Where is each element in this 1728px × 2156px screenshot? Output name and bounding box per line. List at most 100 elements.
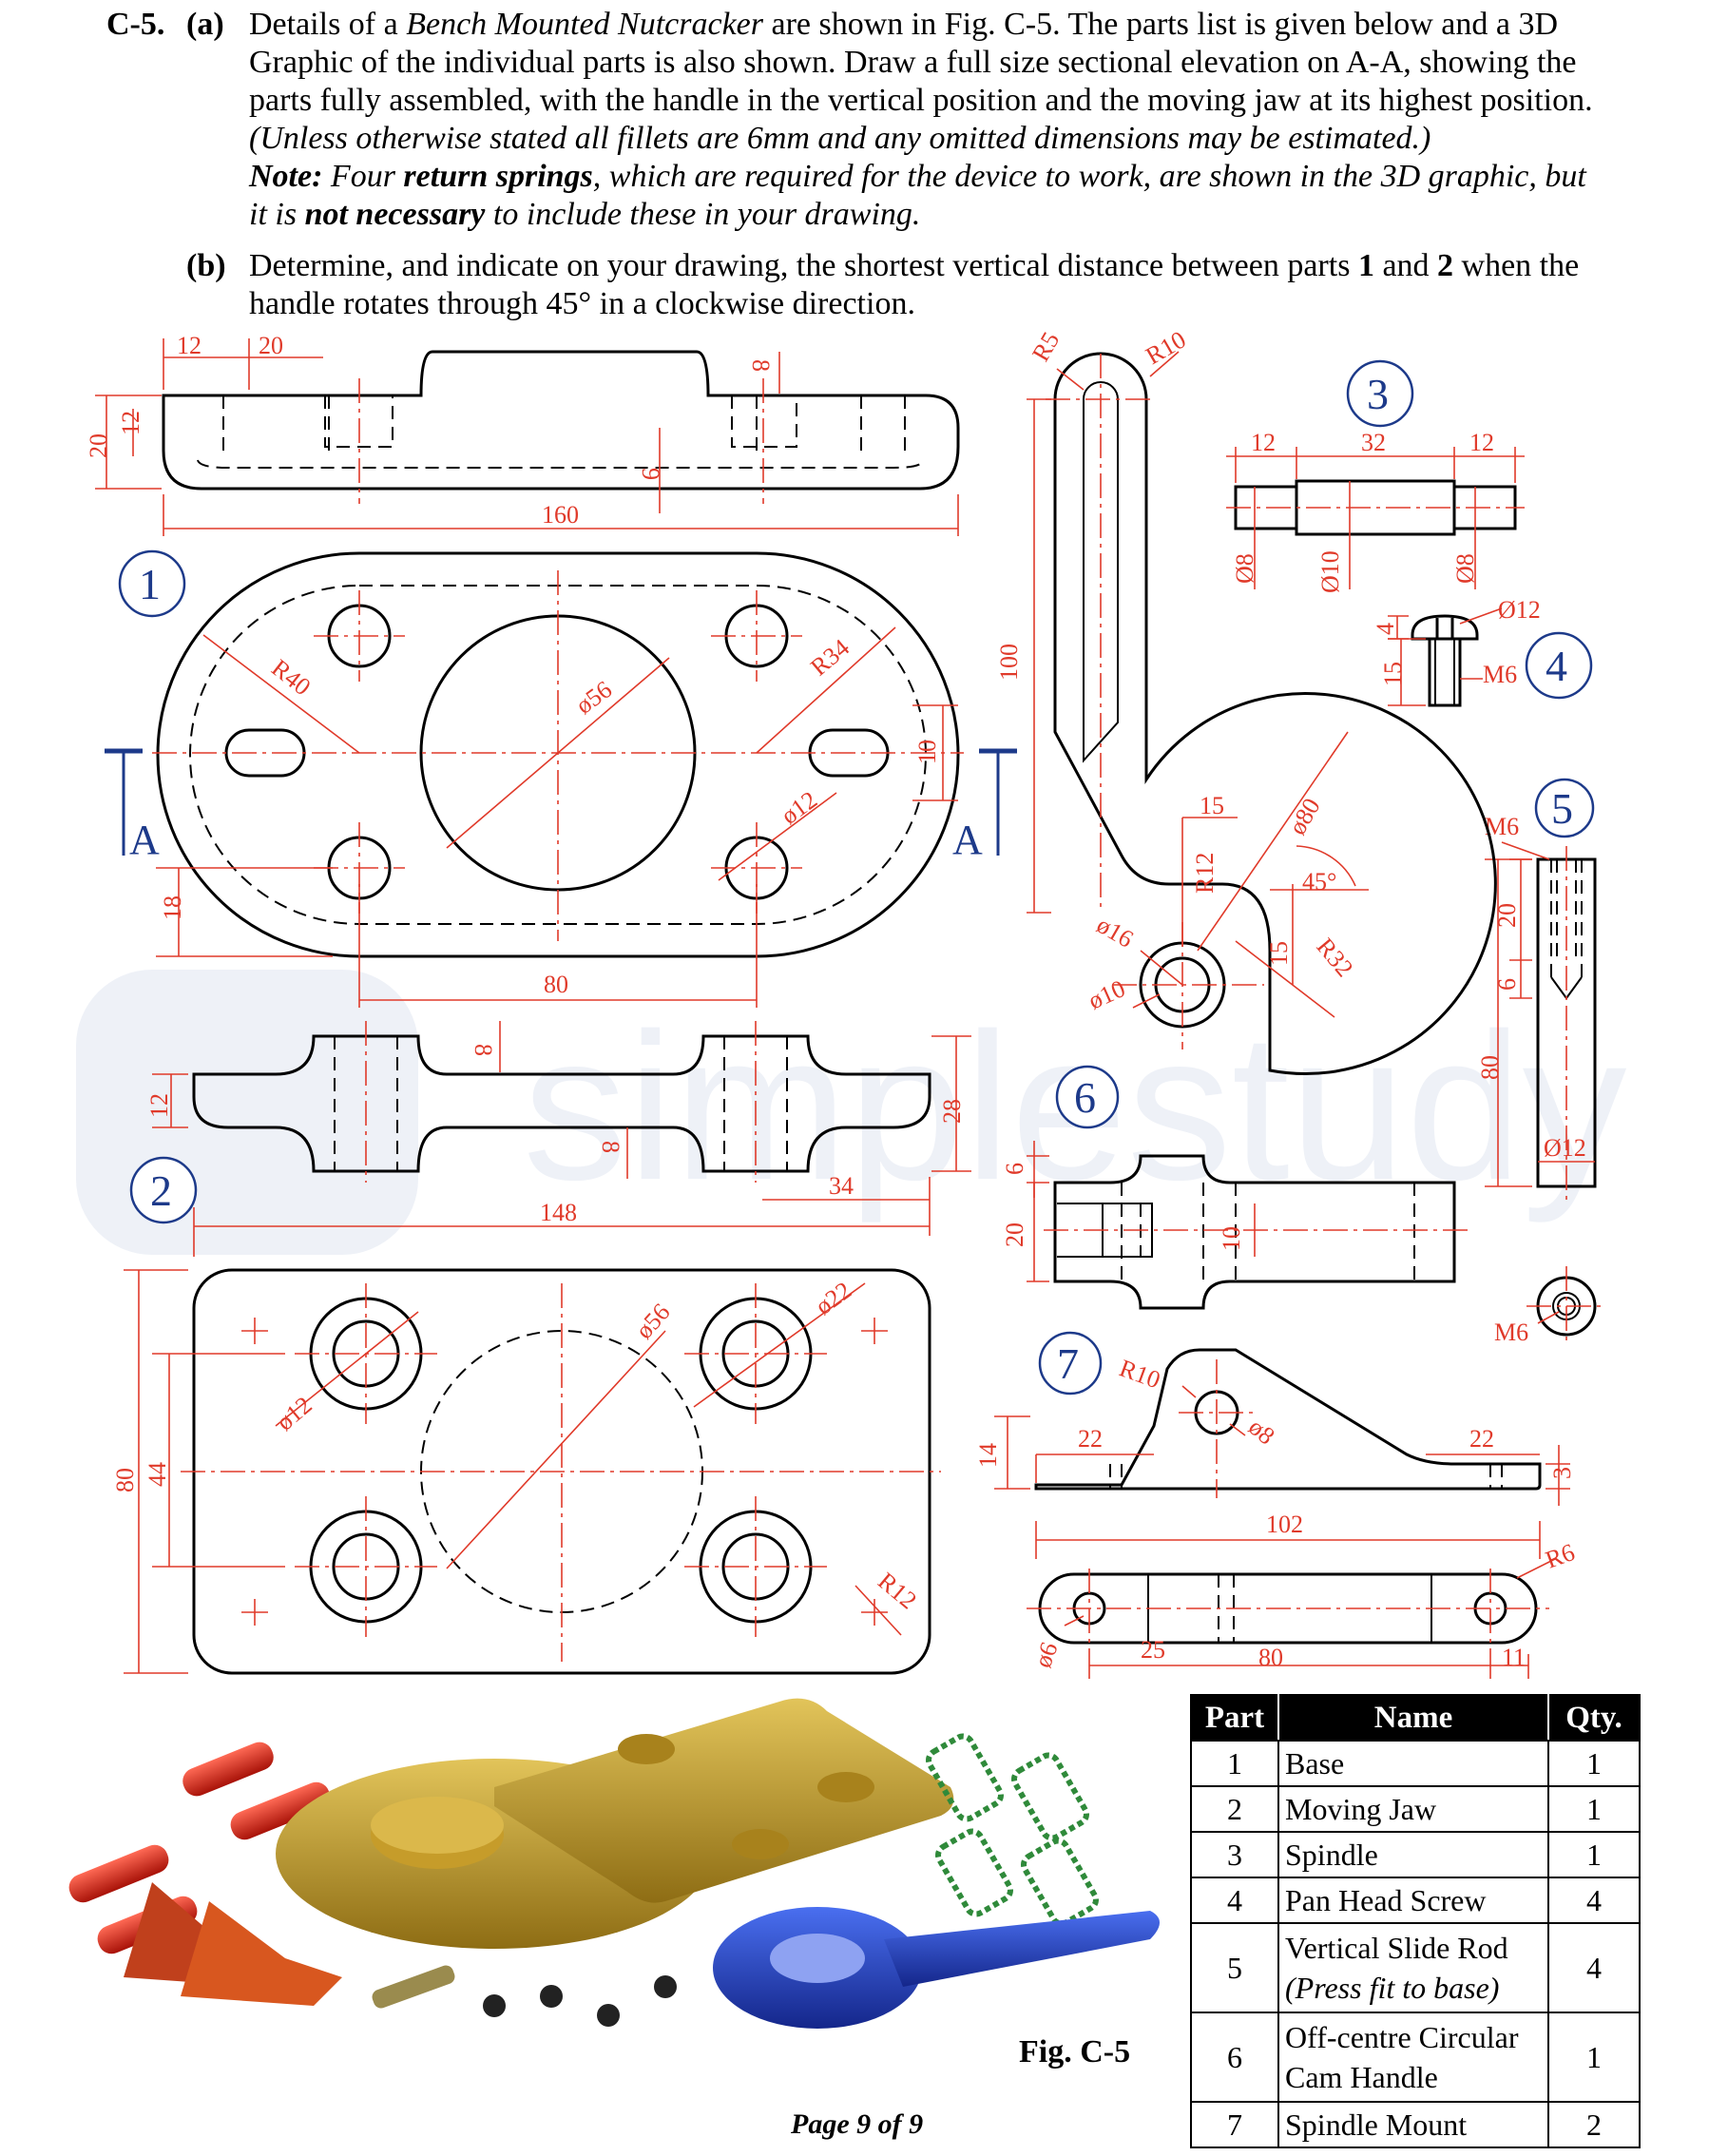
svg-text:100: 100	[995, 644, 1023, 681]
3d-cam-handle	[713, 1907, 1160, 2029]
svg-text:45°: 45°	[1302, 868, 1336, 895]
balloon-part-4	[1525, 631, 1593, 700]
balloon-part-2	[129, 1156, 198, 1224]
svg-text:4: 4	[1372, 623, 1399, 635]
svg-text:10: 10	[1218, 1226, 1245, 1251]
part-2-plan	[181, 1268, 941, 1675]
part-b-line-2: handle rotates through 45° in a clockwis…	[249, 286, 915, 321]
svg-text:34: 34	[829, 1172, 854, 1200]
svg-text:6: 6	[1493, 978, 1521, 991]
part-2-plan-dims: ø56 ø22 ø12 80 44 R12	[111, 1269, 922, 1674]
3d-spindle-and-screws	[372, 1965, 677, 2027]
svg-text:R40: R40	[266, 654, 316, 702]
note-line-1: Note: Four return springs, which are req…	[249, 159, 1586, 194]
svg-text:8: 8	[470, 1044, 497, 1056]
part-a-line-2: Graphic of the individual parts is also …	[249, 45, 1577, 80]
cell-qty: 1	[1547, 1785, 1641, 1833]
cell-part: 4	[1190, 1877, 1279, 1924]
cell-name: Pan Head Screw	[1277, 1877, 1549, 1924]
svg-text:12: 12	[117, 411, 144, 435]
svg-text:15: 15	[1200, 792, 1224, 819]
3d-return-springs	[926, 1733, 1099, 1927]
cell-part: 5	[1190, 1922, 1279, 2013]
svg-text:44: 44	[144, 1462, 171, 1487]
svg-text:R32: R32	[1311, 933, 1358, 982]
svg-text:Ø8: Ø8	[1451, 553, 1479, 584]
table-row: 7 Spindle Mount 2	[1190, 2101, 1641, 2148]
table-row: 2 Moving Jaw 1	[1190, 1785, 1641, 1833]
cell-qty: 4	[1547, 1922, 1641, 2013]
table-row: 4 Pan Head Screw 4	[1190, 1877, 1641, 1924]
section-a-a-markers: A A	[105, 748, 1017, 863]
svg-text:ø56: ø56	[630, 1299, 676, 1344]
svg-text:M6: M6	[1494, 1319, 1528, 1346]
svg-text:3: 3	[1367, 370, 1389, 418]
svg-text:10: 10	[913, 740, 941, 764]
cell-name: Base	[1277, 1740, 1549, 1787]
figure-label: Fig. C-5	[1019, 2034, 1131, 2069]
svg-text:9: 9	[637, 468, 664, 480]
svg-text:R5: R5	[1027, 327, 1065, 366]
svg-text:32: 32	[1361, 429, 1386, 456]
cell-qty: 1	[1547, 1740, 1641, 1787]
svg-text:8: 8	[597, 1141, 624, 1153]
svg-text:25: 25	[1141, 1636, 1165, 1664]
svg-text:R10: R10	[1116, 1354, 1164, 1394]
svg-text:ø10: ø10	[1085, 974, 1129, 1014]
header-name: Name	[1277, 1694, 1549, 1742]
svg-text:20: 20	[1001, 1222, 1028, 1247]
part-a-line-3: parts fully assembled, with the handle i…	[249, 83, 1593, 118]
cell-name: Spindle	[1277, 1831, 1549, 1878]
cell-qty: 1	[1547, 1831, 1641, 1878]
part-6-elevation: 6 20 10	[1001, 1141, 1468, 1310]
svg-text:160: 160	[542, 501, 579, 529]
svg-text:2: 2	[150, 1166, 172, 1215]
part-number-balloons: 1 2 3 4 5 6 7	[118, 359, 1595, 1396]
svg-text:6: 6	[1001, 1163, 1028, 1175]
cell-name: Moving Jaw	[1277, 1785, 1549, 1833]
svg-text:6: 6	[1074, 1073, 1096, 1122]
svg-text:14: 14	[974, 1443, 1002, 1468]
part-1-front-elevation	[162, 350, 960, 504]
part-7-plan: R6 ø6 25 80 11	[1027, 1538, 1579, 1679]
question-number: C-5.	[106, 7, 165, 42]
svg-text:ø80: ø80	[1283, 794, 1326, 839]
cell-qty: 2	[1547, 2101, 1641, 2148]
part-4-pan-head-screw: 4 Ø12 15 M6	[1372, 596, 1541, 707]
svg-text:102: 102	[1266, 1511, 1303, 1538]
svg-text:15: 15	[1265, 941, 1293, 966]
svg-text:20: 20	[85, 433, 112, 458]
note-line-2: it is not necessary to include these in …	[249, 197, 921, 232]
svg-text:Ø12: Ø12	[1498, 596, 1541, 624]
balloon-part-5	[1534, 778, 1595, 838]
svg-text:Ø10: Ø10	[1316, 550, 1344, 593]
section-letter-left: A	[129, 817, 160, 863]
svg-text:12: 12	[1469, 429, 1494, 456]
cell-name: Vertical Slide Rod(Press fit to base)	[1277, 1922, 1549, 2013]
svg-text:R34: R34	[805, 634, 854, 682]
part-a-line-4: (Unless otherwise stated all fillets are…	[249, 121, 1431, 156]
part-b-line-1: Determine, and indicate on your drawing,…	[249, 248, 1580, 283]
part-a-line-1: Details of a Bench Mounted Nutcracker ar…	[249, 7, 1559, 42]
svg-text:R6: R6	[1542, 1538, 1578, 1574]
balloon-part-6	[1055, 1065, 1120, 1129]
3d-moving-jaw	[494, 1698, 954, 1903]
svg-text:3: 3	[1548, 1467, 1576, 1479]
svg-text:28: 28	[938, 1099, 966, 1124]
svg-text:R10: R10	[1142, 325, 1191, 370]
parts-table-header: Part Name Qty.	[1190, 1694, 1641, 1742]
svg-text:5: 5	[1551, 784, 1573, 833]
svg-text:4: 4	[1546, 642, 1567, 690]
svg-text:12: 12	[1251, 429, 1276, 456]
svg-text:7: 7	[1057, 1339, 1079, 1388]
svg-text:80: 80	[111, 1468, 139, 1492]
part-2-front-elevation	[192, 1021, 931, 1183]
svg-text:ø22: ø22	[810, 1276, 856, 1319]
cell-part: 1	[1190, 1740, 1279, 1787]
svg-text:1: 1	[139, 560, 161, 608]
svg-text:ø56: ø56	[570, 675, 617, 719]
svg-text:80: 80	[1476, 1055, 1504, 1080]
